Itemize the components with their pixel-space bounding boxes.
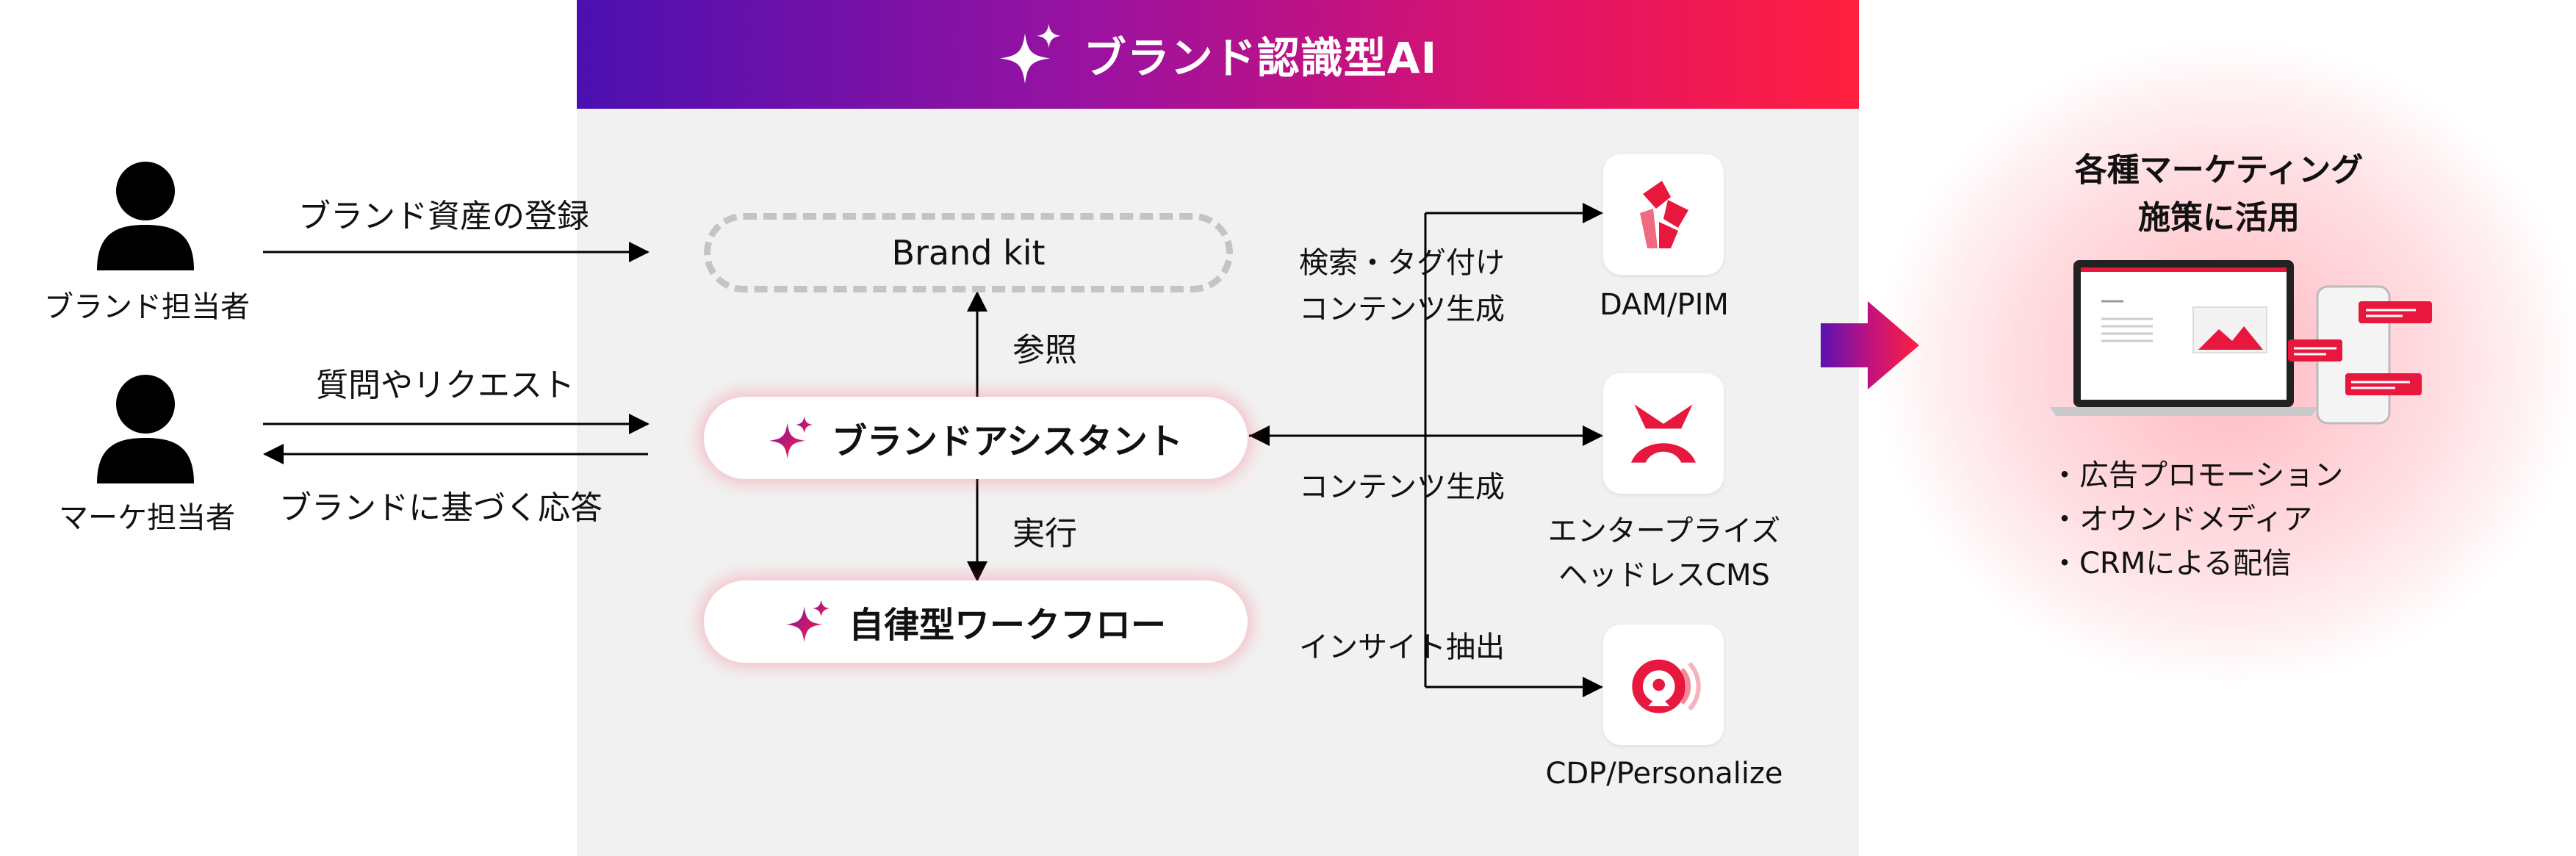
headless-cms-label-line1: エンタープライズ <box>1547 514 1781 548</box>
headless-cms-tile <box>1603 373 1724 494</box>
marketing-bullet-ads: ・広告プロモーション <box>2050 458 2344 492</box>
label-execute: 実行 <box>1012 515 1077 553</box>
brand-kit-label: Brand kit <box>891 233 1046 273</box>
headless-cms-logo-icon <box>1631 404 1696 463</box>
label-content-gen-dam: コンテンツ生成 <box>1299 292 1505 326</box>
devices-illustration <box>2050 260 2432 425</box>
marketing-title-line2: 施策に活用 <box>2138 199 2300 237</box>
label-reference: 参照 <box>1012 331 1077 369</box>
label-response: ブランドに基づく応答 <box>279 489 602 527</box>
label-request: 質問やリクエスト <box>316 367 575 404</box>
user-icon <box>97 162 194 270</box>
cdp-tile <box>1603 625 1724 745</box>
label-content-gen-cms: コンテンツ生成 <box>1299 470 1505 504</box>
autonomous-workflow-label: 自律型ワークフロー <box>848 605 1166 646</box>
marketing-bullet-owned-media: ・オウンドメディア <box>2050 503 2313 536</box>
sparkle-icon <box>999 24 1061 84</box>
marketing-title-line1: 各種マーケティング <box>2074 151 2364 189</box>
label-register: ブランド資産の登録 <box>298 198 589 235</box>
actor-marketer: マーケ担当者 <box>59 501 235 535</box>
dam-pim-tile <box>1603 154 1724 275</box>
cdp-logo-icon <box>1632 659 1701 713</box>
dam-pim-logo-icon <box>1640 181 1688 248</box>
sparkle-icon <box>786 600 830 643</box>
brand-assistant-node: ブランドアシスタント <box>704 397 1248 479</box>
autonomous-workflow-node: 自律型ワークフロー <box>704 580 1248 663</box>
marketing-bullet-crm: ・CRMによる配信 <box>2050 547 2292 580</box>
brand-assistant-label: ブランドアシスタント <box>831 421 1184 462</box>
sparkle-icon <box>769 416 813 459</box>
header-banner: ブランド認識型AI <box>577 0 1859 109</box>
label-insight: インサイト抽出 <box>1299 630 1505 664</box>
cdp-label: CDP/Personalize <box>1545 757 1783 791</box>
label-search-tag: 検索・タグ付け <box>1299 246 1505 280</box>
dam-pim-label: DAM/PIM <box>1600 288 1729 322</box>
headless-cms-label-line2: ヘッドレスCMS <box>1558 558 1770 592</box>
header-title: ブランド認識型AI <box>1083 33 1438 83</box>
user-icon <box>97 375 194 483</box>
brand-kit-node: Brand kit <box>704 213 1233 292</box>
arrow-cms-back <box>1249 425 1270 446</box>
big-arrow <box>1821 301 1919 389</box>
actor-brand-manager: ブランド担当者 <box>44 290 250 324</box>
